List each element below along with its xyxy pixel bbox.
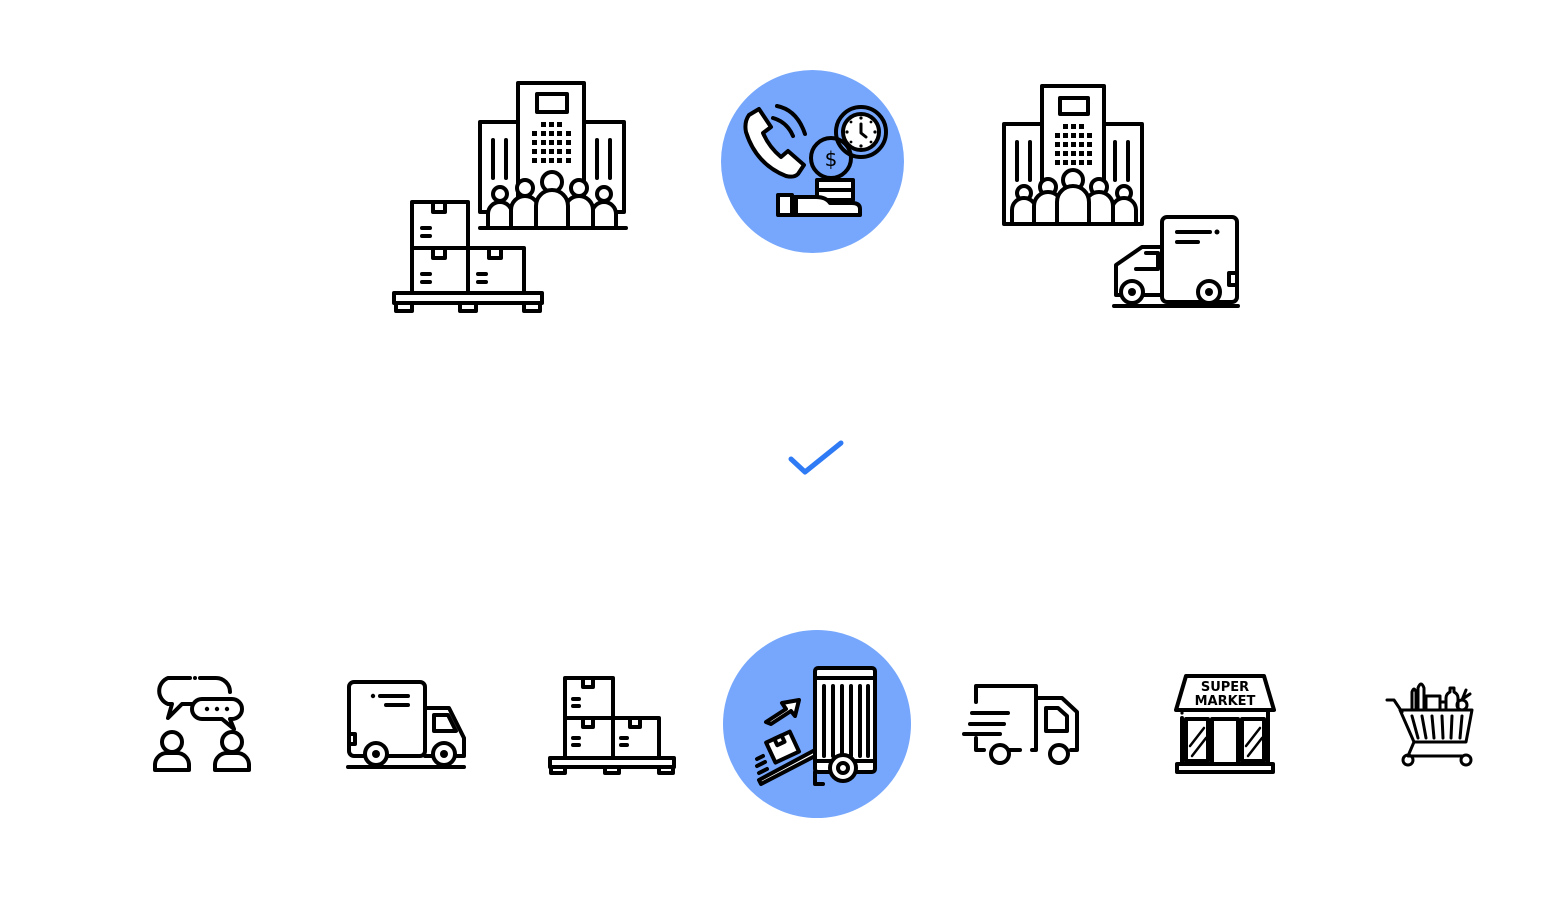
warehouse-company-icon — [390, 78, 630, 318]
loading-truck-icon — [723, 630, 911, 818]
boxes-pallet-icon — [546, 674, 678, 776]
fast-delivery-icon — [960, 680, 1084, 768]
supermarket-icon: SUPER MARKET — [1172, 672, 1278, 778]
company-delivery-icon — [1000, 80, 1245, 315]
dollar-sign-icon: $ — [825, 147, 838, 171]
customer-service-payment-icon: $ — [721, 70, 904, 253]
supermarket-sign-line1: SUPER — [1201, 680, 1249, 695]
conversation-icon — [150, 672, 254, 776]
delivery-truck-icon — [344, 678, 470, 772]
checkmark-icon — [786, 438, 846, 482]
supermarket-sign-line2: MARKET — [1195, 694, 1256, 709]
shopping-cart-icon — [1384, 678, 1480, 772]
